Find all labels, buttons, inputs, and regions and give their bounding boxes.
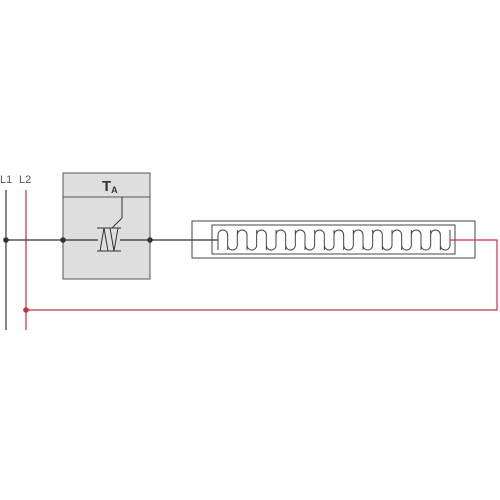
junction-l1-icon [3,237,9,243]
l1-label: L1 [0,174,12,186]
controller-label-main: T [102,178,111,195]
triac-icon [97,197,123,252]
temperature-controller-module: TA [62,172,151,280]
l2-label: L2 [19,174,31,186]
junction-controller-out-icon [147,237,153,243]
controller-label-sub: A [111,185,118,195]
heating-coil-icon [217,229,451,251]
controller-label: TA [102,178,118,195]
controller-body [62,196,151,280]
junction-l2-icon [23,307,29,313]
junction-controller-in-icon [60,237,66,243]
controller-header [62,172,151,198]
heating-element [191,220,476,259]
wire-heater-return [26,239,498,311]
